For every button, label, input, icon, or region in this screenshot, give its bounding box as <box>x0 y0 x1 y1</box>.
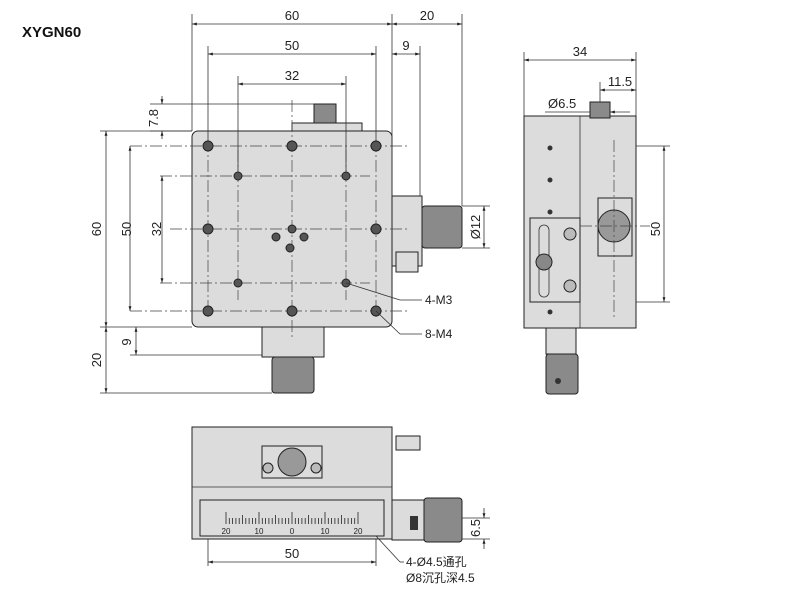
dim-left-7-8: 7.8 <box>146 109 161 127</box>
top-view: 60 20 50 9 32 7.8 60 50 32 <box>89 8 490 394</box>
dim-top-9: 9 <box>402 38 409 53</box>
side-bottom-knob <box>545 353 579 395</box>
dim-side-50: 50 <box>648 222 663 236</box>
dim-top-20: 20 <box>420 8 434 23</box>
dim-left-32: 32 <box>149 222 164 236</box>
right-lock <box>395 251 419 273</box>
dim-front-6-5: 6.5 <box>468 519 483 537</box>
dim-top-50: 50 <box>285 38 299 53</box>
dim-top-60: 60 <box>285 8 299 23</box>
scale-ticks <box>225 512 359 524</box>
dim-top-32: 32 <box>285 68 299 83</box>
bottom-knob <box>271 356 315 394</box>
dim-side-11-5: 11.5 <box>608 74 632 89</box>
dim-side-dia: Ø6.5 <box>548 96 576 111</box>
callout-counterbore: Ø8沉孔深4.5 <box>406 571 475 585</box>
scale-label: 20 <box>222 527 231 536</box>
scale-label: 20 <box>354 527 363 536</box>
side-top-clamp <box>589 101 611 119</box>
callout-m3: 4-M3 <box>425 293 453 307</box>
dim-left-50: 50 <box>119 222 134 236</box>
front-drive-housing <box>391 499 425 541</box>
side-bottom-housing <box>545 327 577 355</box>
right-knob <box>421 205 463 249</box>
callout-through-hole: 4-Ø4.5通孔 <box>406 555 467 569</box>
m3-holes <box>233 171 351 288</box>
callout-m4: 8-M4 <box>425 327 453 341</box>
front-view: 20 10 0 10 20 50 6.5 4-Ø4.5通孔 Ø8沉孔深4.5 <box>191 426 490 585</box>
dim-left-60: 60 <box>89 222 104 236</box>
dim-side-34: 34 <box>573 44 587 59</box>
dim-knob-dia: Ø12 <box>468 215 483 240</box>
side-view: 34 11.5 Ø6.5 50 <box>523 44 670 395</box>
front-knob <box>423 497 463 543</box>
dim-front-50: 50 <box>285 546 299 561</box>
scale-label: 10 <box>321 527 330 536</box>
top-rail <box>291 122 363 132</box>
scale-label: 10 <box>255 527 264 536</box>
dim-bottom-9: 9 <box>119 338 134 345</box>
bottom-drive-housing <box>261 326 325 358</box>
scale-label: 0 <box>290 527 295 536</box>
front-top-lock <box>395 435 421 451</box>
scale-labels: 20 10 0 10 20 <box>222 527 363 536</box>
dim-bottom-20: 20 <box>89 353 104 367</box>
model-title: XYGN60 <box>22 24 81 41</box>
